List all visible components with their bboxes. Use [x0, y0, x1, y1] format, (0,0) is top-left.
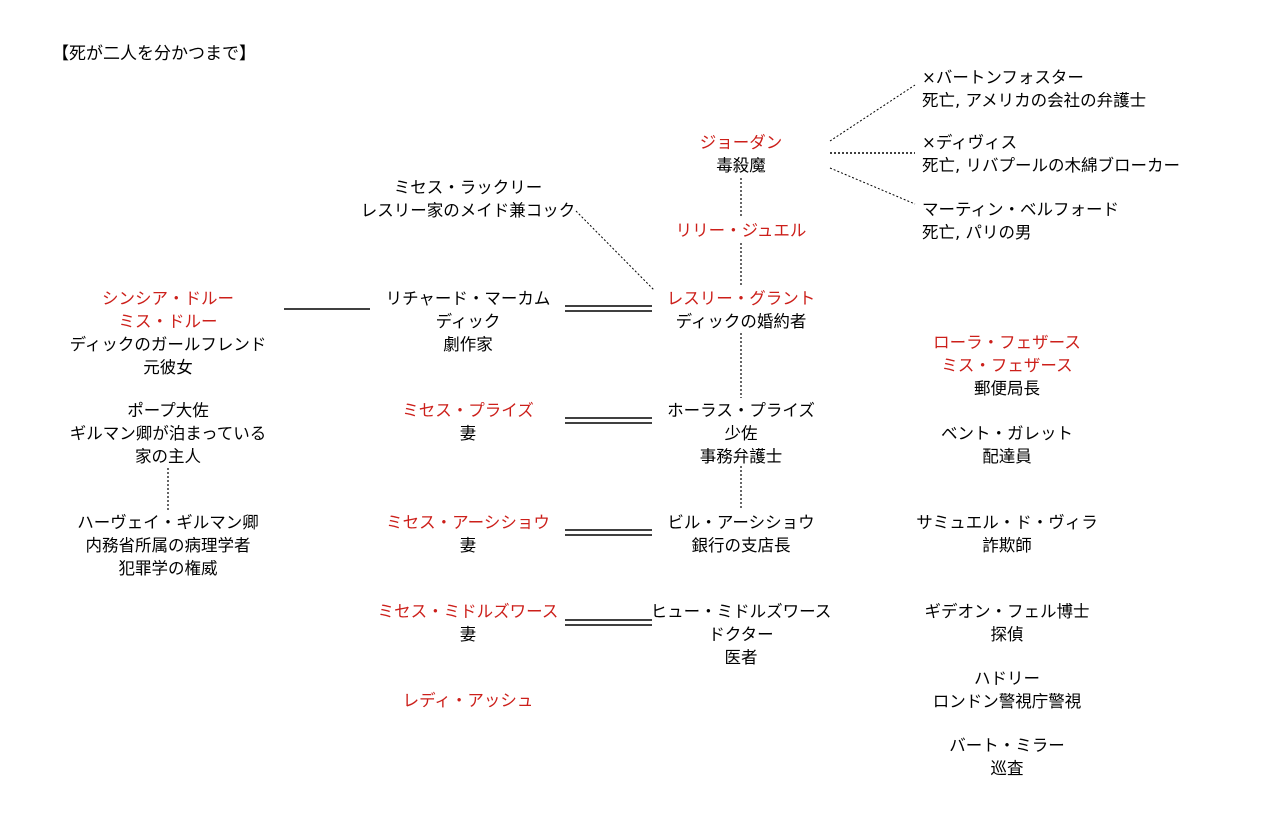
- name-mrs-price: ミセス・プライズ: [402, 401, 534, 420]
- name-samuel-devilla: サミュエル・ド・ヴィラ: [916, 513, 1098, 532]
- name-pope: ポープ大佐: [127, 401, 209, 420]
- desc2-harvey-gilman: 犯罪学の権威: [118, 559, 218, 578]
- name-horace-price: ホーラス・プライズ: [667, 401, 815, 420]
- desc-mrs-price: 妻: [459, 424, 477, 443]
- desc-mrs-middleswords: 妻: [459, 625, 477, 644]
- node-lily-jewel: リリー・ジュエル: [676, 219, 807, 242]
- name-cynthia-drew: シンシア・ドルー: [101, 289, 234, 308]
- alias-laura-feathers: ミス・フェザース: [941, 356, 1073, 375]
- connector-jordan-martin: [829, 167, 916, 205]
- node-mrs-price: ミセス・プライズ 妻: [402, 399, 534, 445]
- desc-gideon-fell: 探偵: [990, 625, 1024, 644]
- desc-jordan: 毒殺魔: [716, 156, 766, 175]
- name-hugh-middleswords: ヒュー・ミドルズワース: [650, 602, 832, 621]
- name-hadley: ハドリー: [974, 669, 1040, 688]
- alias-cynthia-drew: ミス・ドルー: [118, 312, 218, 331]
- node-hugh-middleswords: ヒュー・ミドルズワース ドクター 医者: [651, 600, 832, 669]
- name-divis: ×ディヴィス: [922, 133, 1018, 152]
- alias-richard-markham: ディック: [435, 312, 501, 331]
- name-lesley-grant: レスリー・グラント: [666, 289, 816, 308]
- title-hugh-middleswords: ドクター: [708, 625, 774, 644]
- node-jordan: ジョーダン 毒殺魔: [700, 131, 783, 177]
- connector-rackley-lesley: [575, 210, 655, 291]
- node-lady-ash: レディ・アッシュ: [403, 689, 534, 712]
- node-horace-price: ホーラス・プライズ 少佐 事務弁護士: [667, 399, 815, 468]
- name-mrs-ashiou: ミセス・アーシショウ: [386, 513, 550, 532]
- desc-mrs-ashiou: 妻: [459, 536, 477, 555]
- name-richard-markham: リチャード・マーカム: [385, 289, 551, 308]
- name-bent-garrett: ベント・ガレット: [941, 424, 1073, 443]
- node-mrs-rackley: ミセス・ラックリー レスリー家のメイド兼コック: [361, 176, 576, 222]
- node-divis: ×ディヴィス 死亡, リバプールの木綿ブローカー: [922, 131, 1180, 177]
- connector-jordan-burton: [829, 84, 916, 142]
- name-mrs-middleswords: ミセス・ミドルズワース: [377, 602, 559, 621]
- desc-samuel-devilla: 詐欺師: [982, 536, 1032, 555]
- desc-bert-miller: 巡査: [990, 759, 1024, 778]
- name-lily-jewel: リリー・ジュエル: [675, 221, 807, 240]
- desc-pope: ギルマン卿が泊まっている: [69, 424, 267, 443]
- name-bill-ashiou: ビル・アーシショウ: [667, 513, 815, 532]
- node-mrs-middleswords: ミセス・ミドルズワース 妻: [378, 600, 559, 646]
- name-burton-foster: ×バートンフォスター: [922, 68, 1084, 87]
- name-gideon-fell: ギデオン・フェル博士: [924, 602, 1090, 621]
- desc-bill-ashiou: 銀行の支店長: [691, 536, 791, 555]
- desc-lesley-grant: ディックの婚約者: [675, 312, 807, 331]
- node-bent-garrett: ベント・ガレット 配達員: [941, 422, 1073, 468]
- node-gideon-fell: ギデオン・フェル博士 探偵: [925, 600, 1090, 646]
- node-hadley: ハドリー ロンドン警視庁警視: [933, 667, 1082, 713]
- name-martin-belford: マーティン・ベルフォード: [922, 200, 1120, 219]
- title-horace-price: 少佐: [724, 424, 758, 443]
- desc-hugh-middleswords: 医者: [724, 648, 758, 667]
- desc-divis: 死亡, リバプールの木綿ブローカー: [922, 156, 1180, 175]
- desc-bent-garrett: 配達員: [982, 447, 1032, 466]
- name-lady-ash: レディ・アッシュ: [402, 691, 534, 710]
- name-mrs-rackley: ミセス・ラックリー: [393, 178, 543, 197]
- node-bill-ashiou: ビル・アーシショウ 銀行の支店長: [667, 511, 814, 557]
- desc-martin-belford: 死亡, パリの男: [922, 223, 1032, 242]
- desc-cynthia-drew: ディックのガールフレンド: [69, 335, 267, 354]
- node-mrs-ashiou: ミセス・アーシショウ 妻: [386, 511, 550, 557]
- node-lesley-grant: レスリー・グラント ディックの婚約者: [667, 287, 816, 333]
- node-samuel-devilla: サミュエル・ド・ヴィラ 詐欺師: [916, 511, 1098, 557]
- node-burton-foster: ×バートンフォスター 死亡, アメリカの会社の弁護士: [922, 66, 1146, 112]
- node-harvey-gilman: ハーヴェイ・ギルマン卿 内務省所属の病理学者 犯罪学の権威: [77, 511, 259, 580]
- desc-mrs-rackley: レスリー家のメイド兼コック: [360, 201, 576, 220]
- desc-harvey-gilman: 内務省所属の病理学者: [85, 536, 251, 555]
- name-jordan: ジョーダン: [699, 133, 783, 152]
- desc-horace-price: 事務弁護士: [699, 447, 783, 466]
- desc-burton-foster: 死亡, アメリカの会社の弁護士: [922, 91, 1147, 110]
- desc2-pope: 家の主人: [134, 447, 201, 466]
- node-bert-miller: バート・ミラー 巡査: [949, 734, 1065, 780]
- node-laura-feathers: ローラ・フェザース ミス・フェザース 郵便局長: [933, 331, 1081, 400]
- name-bert-miller: バート・ミラー: [949, 736, 1065, 755]
- node-cynthia-drew: シンシア・ドルー ミス・ドルー ディックのガールフレンド 元彼女: [70, 287, 267, 379]
- desc2-cynthia-drew: 元彼女: [143, 358, 193, 377]
- page-title: 【死が二人を分かつまで】: [52, 44, 256, 64]
- desc-richard-markham: 劇作家: [443, 335, 493, 354]
- node-pope: ポープ大佐 ギルマン卿が泊まっている 家の主人: [70, 399, 267, 468]
- desc-hadley: ロンドン警視庁警視: [932, 692, 1082, 711]
- desc-laura-feathers: 郵便局長: [974, 379, 1040, 398]
- node-martin-belford: マーティン・ベルフォード 死亡, パリの男: [922, 198, 1119, 244]
- node-richard-markham: リチャード・マーカム ディック 劇作家: [386, 287, 551, 356]
- name-harvey-gilman: ハーヴェイ・ギルマン卿: [77, 513, 259, 532]
- name-laura-feathers: ローラ・フェザース: [933, 333, 1081, 352]
